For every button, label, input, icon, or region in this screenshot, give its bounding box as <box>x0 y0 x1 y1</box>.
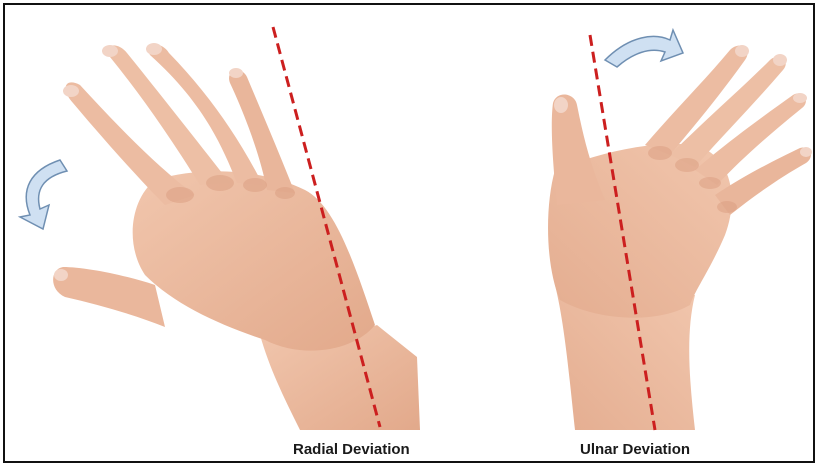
caption-radial-deviation: Radial Deviation <box>293 441 410 458</box>
figure-frame: Radial Deviation Ulnar Deviation <box>3 3 815 463</box>
hand-illustration <box>5 5 817 465</box>
left-hand <box>53 43 420 430</box>
caption-ulnar-deviation: Ulnar Deviation <box>580 441 690 458</box>
curved-arrow-icon <box>20 160 67 229</box>
curved-arrow-icon <box>605 30 683 67</box>
right-hand <box>548 45 812 430</box>
